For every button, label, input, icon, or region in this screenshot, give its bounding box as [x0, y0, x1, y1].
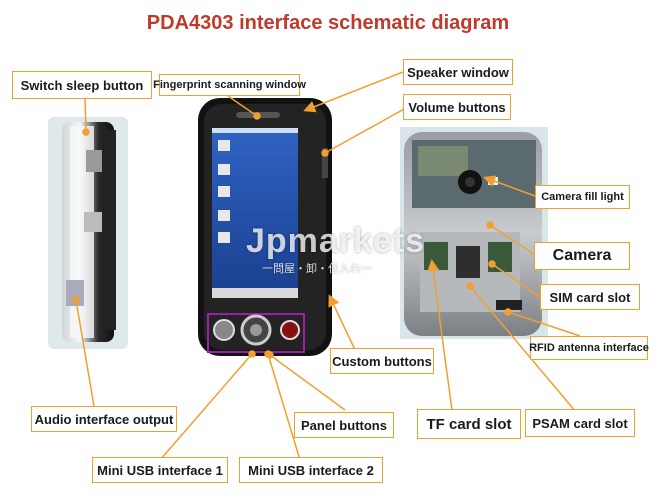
- label-speaker-window: Speaker window: [403, 59, 513, 85]
- label-camera: Camera: [534, 242, 630, 270]
- device-back-view: [400, 127, 548, 339]
- label-custom-buttons: Custom buttons: [330, 348, 434, 374]
- label-panel-buttons: Panel buttons: [294, 412, 394, 438]
- device-side-view: [48, 117, 128, 349]
- label-camera-fill-light: Camera fill light: [535, 185, 630, 209]
- label-mini-usb-interface-2: Mini USB interface 2: [239, 457, 383, 483]
- label-audio-interface-output: Audio interface output: [31, 406, 177, 432]
- label-volume-buttons: Volume buttons: [403, 94, 511, 120]
- label-rfid-antenna-interface: RFID antenna interface: [529, 336, 649, 360]
- label-mini-usb-interface-1: Mini USB interface 1: [92, 457, 228, 483]
- label-switch-sleep-button: Switch sleep button: [12, 71, 152, 99]
- leader-lines: [72, 71, 581, 461]
- device-front-view: [198, 98, 332, 356]
- label-psam-card-slot: PSAM card slot: [525, 409, 635, 437]
- label-tf-card-slot: TF card slot: [417, 409, 521, 439]
- label-sim-card-slot: SIM card slot: [540, 284, 640, 310]
- diagram-title: PDA4303 interface schematic diagram: [146, 12, 510, 34]
- label-fingerprint-scanning-window: Fingerprint scanning window: [153, 74, 306, 96]
